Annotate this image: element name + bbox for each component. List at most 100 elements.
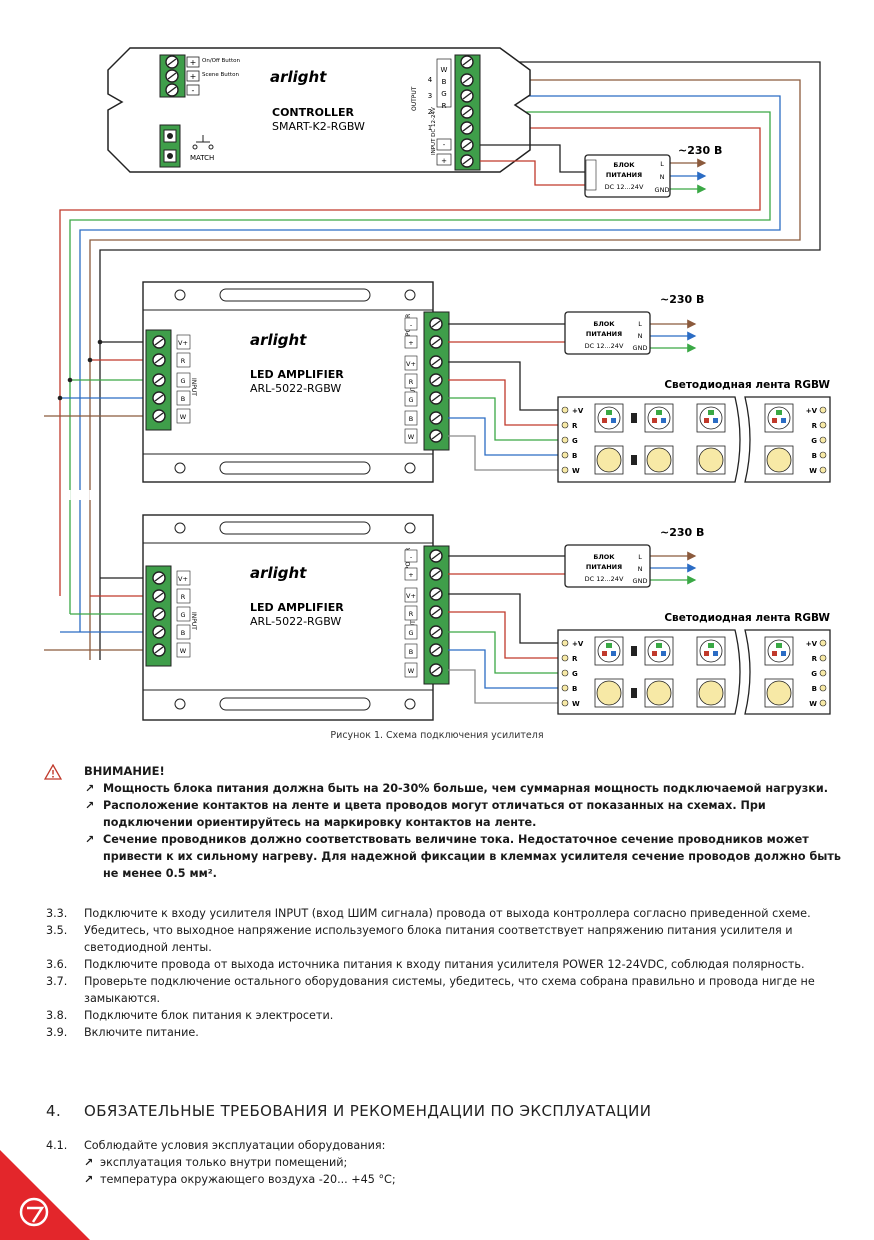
amp2-in-vplus: V+ — [178, 575, 188, 583]
strip2-pin-v-r: +V — [806, 640, 818, 648]
onoff-button-label: On/Off Button — [202, 58, 240, 64]
amp2-power-minus: - — [410, 553, 413, 561]
strip2-pin-b: B — [572, 685, 577, 693]
step-item: 3.7.Проверьте подключение остального обо… — [46, 975, 815, 1005]
strip2-pin-w: W — [572, 700, 580, 708]
scene-button-label: Scene Button — [202, 72, 239, 78]
controller-mark-r: R — [442, 102, 447, 110]
psu1-mains: ~230 В — [678, 144, 722, 157]
list-item: ↗эксплуатация только внутри помещений; — [84, 1156, 348, 1169]
amp2-brand: arlight — [250, 564, 307, 582]
psu3-title1: БЛОК — [593, 553, 615, 561]
strip2-pin-w-r: W — [809, 700, 817, 708]
brand-corner-logo — [0, 1150, 90, 1240]
bullet-arrow-icon: ↗ — [85, 833, 95, 846]
bullet-arrow-icon: ↗ — [85, 782, 95, 795]
amp1-in-w: W — [180, 413, 187, 421]
bullet-arrow-icon: ↗ — [85, 799, 95, 812]
amp1-out-g: G — [408, 396, 413, 404]
psu3-mains: ~230 В — [660, 526, 704, 539]
strip1-pin-w-r: W — [809, 467, 817, 475]
amp1-in-r: R — [181, 357, 186, 365]
strip2-pin-v: +V — [572, 640, 584, 648]
strip2-pin-b-r: B — [812, 685, 817, 693]
controller-input-minus: - — [443, 141, 446, 149]
amp2-out-b: B — [409, 648, 413, 656]
psu2-mains: ~230 В — [660, 293, 704, 306]
strip2-title: Светодиодная лента RGBW — [664, 612, 830, 624]
bullet-arrow-icon: ↗ — [84, 1156, 94, 1169]
amp2-in-b: B — [181, 629, 185, 637]
amp1-in-g: G — [180, 377, 185, 385]
strip1-pin-g-r: G — [811, 437, 817, 445]
amp2-model: ARL-5022-RGBW — [250, 615, 341, 628]
led-strip-2: Светодиодная лента RGBW +V R G B W +V R … — [557, 612, 831, 715]
amp1-out-w: W — [408, 433, 415, 441]
list-item: ↗температура окружающего воздуха -20... … — [84, 1173, 396, 1186]
controller-title: CONTROLLER — [272, 106, 354, 119]
power-supply-1: БЛОК ПИТАНИЯ DC 12...24V L N GND ~230 В — [584, 144, 722, 198]
step-item: 3.6.Подключите провода от выхода источни… — [46, 958, 805, 971]
amplifier-2: V+ R G B W INPUT arlight LED AMPLIFIER A… — [142, 514, 450, 721]
channel-4: 4 — [428, 76, 433, 84]
controller-mark-b: B — [442, 78, 447, 86]
amp2-out-g: G — [408, 629, 413, 637]
psu2-gnd: GND — [633, 344, 648, 352]
match-label: MATCH — [190, 154, 214, 162]
figure-caption: Рисунок 1. Схема подключения усилителя — [330, 730, 544, 741]
warning-item: ↗Расположение контактов на ленте и цвета… — [85, 799, 766, 829]
amp1-model: ARL-5022-RGBW — [250, 382, 341, 395]
psu2-title1: БЛОК — [593, 320, 615, 328]
amp1-power-minus: - — [410, 321, 413, 329]
strip1-pin-w: W — [572, 467, 580, 475]
instruction-steps: 3.3.Подключите к входу усилителя INPUT (… — [46, 905, 846, 1041]
power-supply-3: БЛОК ПИТАНИЯ DC 12...24V L N GND ~230 В — [564, 526, 704, 588]
led-strip-1: Светодиодная лента RGBW +V R G B W +V R … — [557, 379, 831, 483]
psu3-voltage: DC 12...24V — [585, 575, 624, 583]
amp1-title: LED AMPLIFIER — [250, 368, 344, 381]
amp1-in-vplus: V+ — [178, 339, 188, 347]
psu1-voltage: DC 12...24V — [605, 183, 644, 191]
strip1-pin-v-r: +V — [806, 407, 818, 415]
psu1-gnd: GND — [655, 186, 670, 194]
channel-3: 3 — [428, 92, 432, 100]
strip1-title: Светодиодная лента RGBW — [664, 379, 830, 391]
psu3-title2: ПИТАНИЯ — [586, 563, 622, 571]
controller-box: + + - On/Off Button Scene Button MATCH a… — [107, 47, 531, 173]
warning-title: ВНИМАНИЕ! — [84, 764, 165, 778]
psu1-l: L — [660, 160, 664, 168]
channel-2: 2 — [428, 108, 432, 116]
amp2-power-plus: + — [408, 571, 413, 579]
psu3-gnd: GND — [633, 577, 648, 585]
warning-block: ВНИМАНИЕ! ↗Мощность блока питания должна… — [44, 764, 856, 882]
channel-1: 1 — [428, 124, 432, 132]
controller-input-plus: + — [441, 157, 447, 165]
step-item: 3.3.Подключите к входу усилителя INPUT (… — [46, 907, 811, 920]
warning-item: ↗Сечение проводников должно соответствов… — [85, 833, 841, 880]
step-item: 3.9.Включите питание. — [46, 1026, 199, 1039]
controller-mark-g: G — [441, 90, 446, 98]
amp2-output-label: OUTPUT — [410, 608, 417, 633]
warning-item: ↗Мощность блока питания должна быть на 2… — [85, 782, 828, 795]
amp2-in-w: W — [180, 647, 187, 655]
controller-minus: - — [192, 86, 195, 95]
psu1-title1: БЛОК — [613, 161, 635, 169]
controller-input-label: INPUT DC 12-24V — [431, 107, 437, 155]
amp1-out-vplus: V+ — [406, 360, 416, 368]
amp1-input-label: INPUT — [190, 378, 197, 396]
amp1-out-b: B — [409, 415, 413, 423]
strip1-pin-r: R — [572, 422, 578, 430]
controller-output-label: OUTPUT — [411, 86, 418, 111]
amp2-in-r: R — [181, 593, 186, 601]
connection-diagram: + + - On/Off Button Scene Button MATCH a… — [44, 47, 831, 721]
step-item: 3.8.Подключите блок питания к электросет… — [46, 1009, 334, 1022]
amp2-out-r: R — [409, 610, 414, 618]
strip1-pin-v: +V — [572, 407, 584, 415]
controller-model: SMART-K2-RGBW — [272, 120, 365, 133]
amplifier-1: V+ R G B W INPUT arlight LED AMPLIFIER A… — [142, 281, 450, 483]
amp2-out-vplus: V+ — [406, 592, 416, 600]
amp2-input-label: INPUT — [190, 612, 197, 630]
strip2-pin-r: R — [572, 655, 578, 663]
controller-plus: + — [190, 58, 197, 67]
psu2-n: N — [638, 332, 643, 340]
